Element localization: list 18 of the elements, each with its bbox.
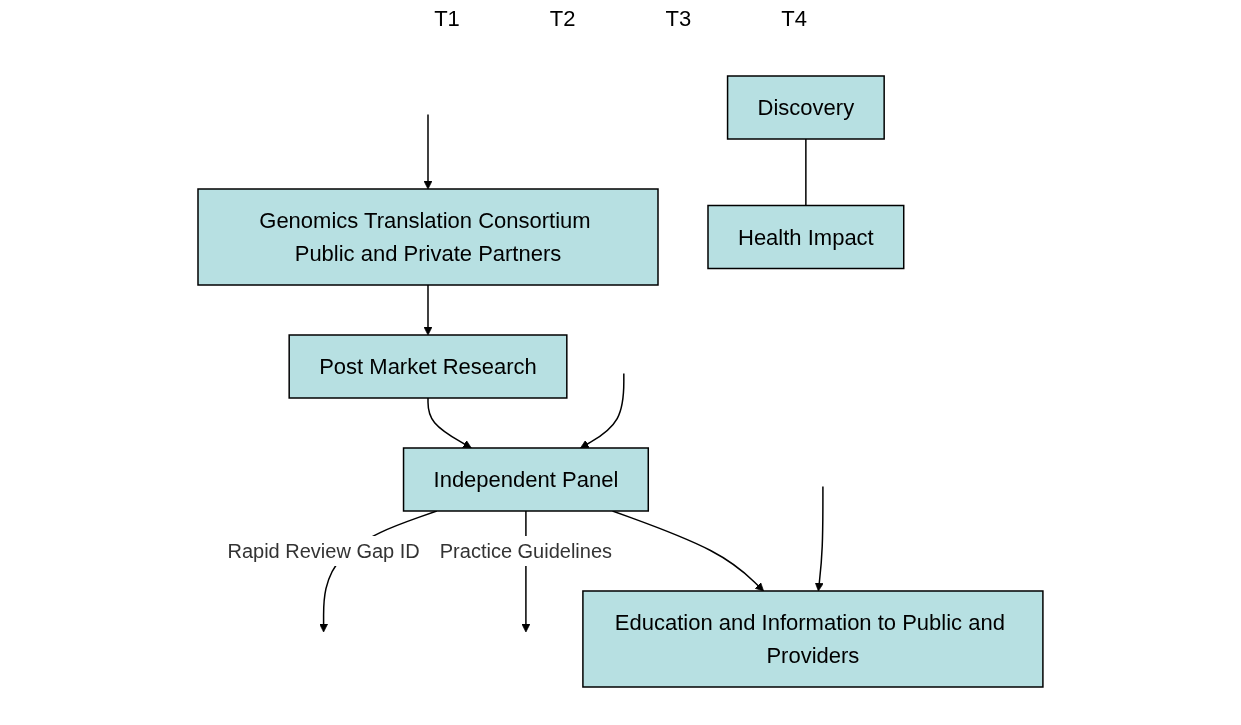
arrow xyxy=(580,372,625,449)
node-box: Genomics Translation Consortium Public and Private Partners xyxy=(197,188,659,286)
node-box: Discovery xyxy=(726,75,885,140)
arrow xyxy=(423,113,433,190)
edge-label: Rapid Review Gap ID xyxy=(227,540,420,562)
stage-label: T2 xyxy=(549,6,576,32)
node-box: Post Market Research xyxy=(288,334,568,399)
node-box: Health Impact xyxy=(707,204,905,270)
stage-label: T4 xyxy=(781,6,807,32)
node-box: Education and Information to Public and Providers xyxy=(582,590,1044,688)
stage-label: T3 xyxy=(665,6,692,32)
node-box: Independent Panel xyxy=(402,447,650,512)
arrow xyxy=(814,485,824,592)
connector xyxy=(805,138,807,207)
arrow xyxy=(427,397,472,449)
edge-label: Practice Guidelines xyxy=(439,540,613,562)
arrow xyxy=(423,284,433,336)
stage-label: T1 xyxy=(434,6,460,32)
